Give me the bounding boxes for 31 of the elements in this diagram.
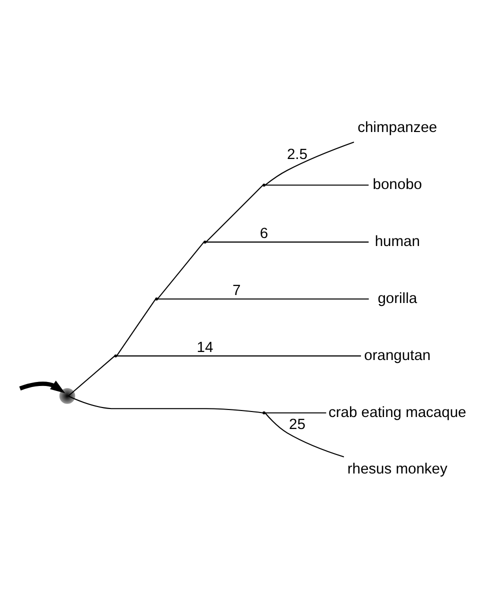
node-text: human bbox=[374, 234, 420, 250]
node-text: crab eating macaque bbox=[328, 404, 466, 421]
edge-label: 14 bbox=[196, 340, 214, 356]
node-text: chimpanzee bbox=[358, 120, 438, 136]
connector bbox=[68, 396, 263, 414]
node-point bbox=[155, 298, 158, 300]
node-point bbox=[262, 411, 266, 414]
node-point bbox=[114, 354, 118, 358]
connector bbox=[265, 184, 369, 186]
arrow bbox=[19, 380, 66, 394]
edge-label: 6 bbox=[260, 226, 268, 242]
connector bbox=[264, 142, 354, 186]
connector bbox=[116, 355, 361, 356]
edge-label: 25 bbox=[289, 416, 306, 433]
node-text: gorilla bbox=[378, 290, 418, 307]
node-text: rhesus monkey bbox=[347, 462, 448, 478]
node-point bbox=[58, 387, 76, 405]
connector bbox=[264, 412, 344, 458]
edge-label: 2.5 bbox=[286, 146, 308, 163]
connector bbox=[157, 242, 204, 300]
node-text: bonobo bbox=[372, 177, 422, 194]
node-text: orangutan bbox=[364, 348, 431, 364]
connector bbox=[158, 298, 369, 300]
connector bbox=[68, 356, 115, 396]
connector bbox=[265, 412, 326, 414]
edge-label: 7 bbox=[232, 282, 241, 299]
connector bbox=[206, 184, 264, 242]
node-point bbox=[204, 240, 206, 244]
connector bbox=[206, 242, 369, 243]
connector bbox=[116, 298, 156, 356]
node-point bbox=[262, 184, 266, 187]
